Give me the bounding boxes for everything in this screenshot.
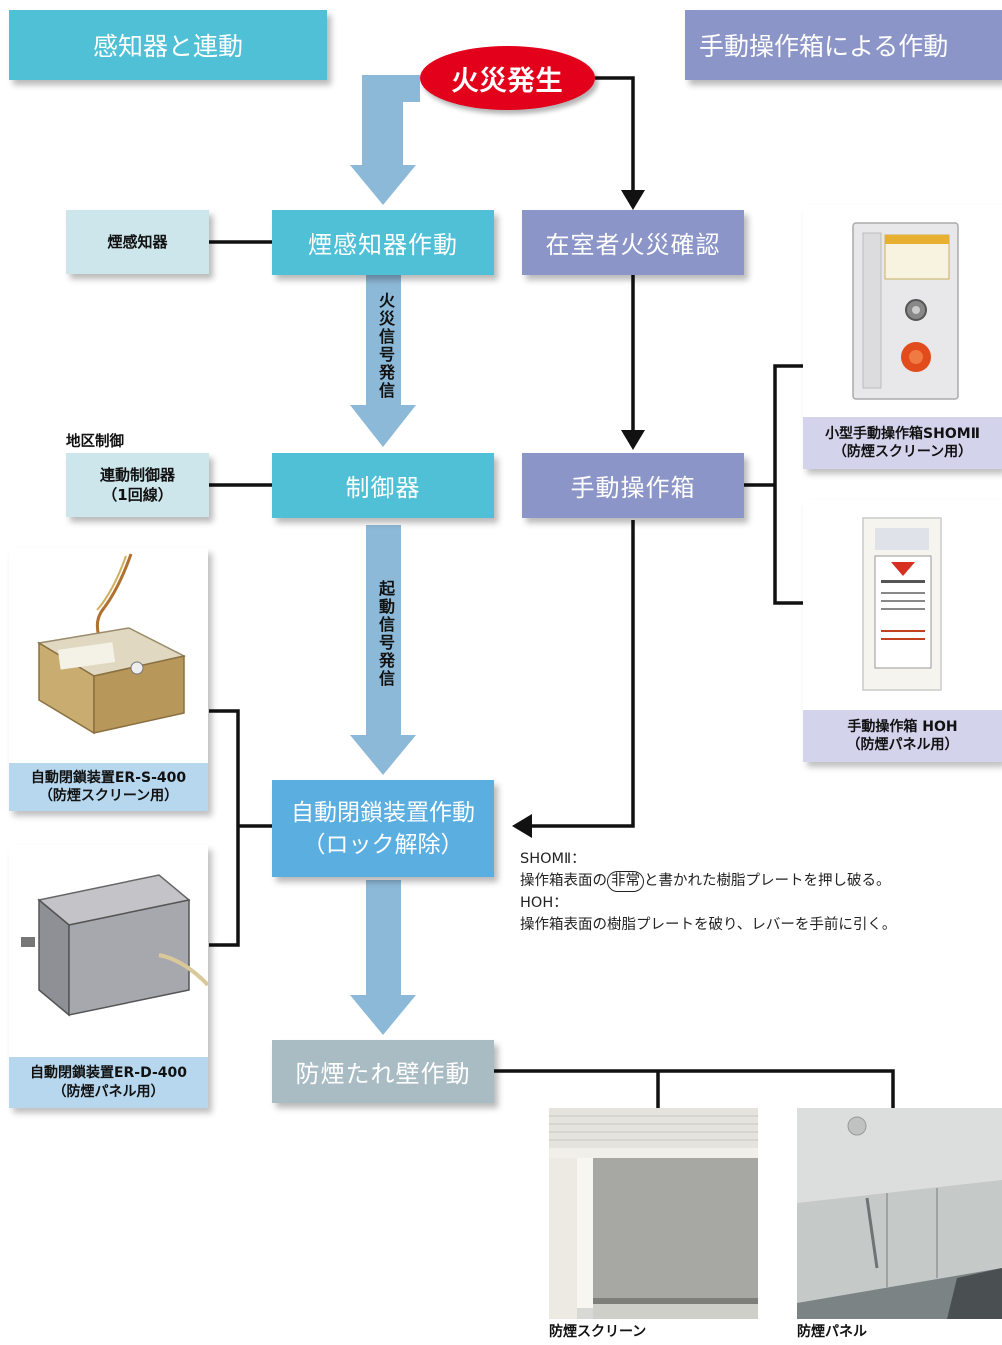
er-s-400-panel: 自動閉鎖装置ER-S-400 （防煙スクリーン用） (9, 548, 208, 811)
shom-note-pre: 操作箱表面の (520, 873, 607, 889)
detector-to-controller-arrow (350, 275, 416, 447)
er-d-400-line1: 自動閉鎖装置ER-D-400 (29, 1065, 188, 1082)
shom-photo (803, 205, 1002, 417)
shom-caption: 小型手動操作箱SHOMⅡ （防煙スクリーン用） (803, 417, 1002, 469)
smoke-screen-photo (549, 1108, 758, 1319)
shom-line2: （防煙スクリーン用） (832, 444, 973, 460)
header-manual-operation: 手動操作箱による作動 (685, 10, 1002, 80)
smoke-detector-action-box: 煙感知器作動 (272, 210, 494, 275)
header-left-text: 感知器と連動 (92, 32, 243, 61)
hoh-line2: （防煙パネル用） (846, 737, 959, 753)
hoh-panel: 手動操作箱 HOH （防煙パネル用） (803, 500, 1002, 762)
fire-occurrence-text: 火災発生 (451, 65, 564, 97)
start-signal-label: 起動信号発信 (376, 580, 395, 688)
smoke-screen-caption: 防煙スクリーン (549, 1324, 647, 1340)
linked-controller-box: 連動制御器 （1回線） (66, 453, 209, 517)
smoke-panel-photo (797, 1108, 1002, 1319)
black-arrowheads (512, 190, 645, 838)
controller-label: 制御器 (345, 474, 421, 502)
shom-line1: 小型手動操作箱SHOMⅡ (825, 425, 980, 442)
hijou-circled: 非常 (607, 871, 644, 892)
er-d-400-caption: 自動閉鎖装置ER-D-400 （防煙パネル用） (9, 1057, 208, 1108)
occupant-confirm-box: 在室者火災確認 (522, 210, 744, 275)
er-d-400-panel: 自動閉鎖装置ER-D-400 （防煙パネル用） (9, 845, 208, 1108)
er-s-400-caption: 自動閉鎖装置ER-S-400 （防煙スクリーン用） (9, 763, 208, 811)
manual-box-node: 手動操作箱 (522, 453, 744, 518)
auto-close-line1: 自動閉鎖装置作動 (291, 799, 475, 826)
fire-signal-label: 火災信号発信 (376, 292, 395, 400)
smoke-detector-box: 煙感知器 (66, 210, 209, 274)
auto-close-action-box: 自動閉鎖装置作動 （ロック解除） (272, 780, 494, 877)
hanging-wall-label: 防煙たれ壁作動 (295, 1060, 471, 1088)
shom-note-text: 操作箱表面の非常と書かれた樹脂プレートを押し破る。 (520, 870, 896, 892)
hanging-wall-action-box: 防煙たれ壁作動 (272, 1040, 494, 1103)
smoke-panel-caption: 防煙パネル (797, 1324, 867, 1340)
hoh-line1: 手動操作箱 HOH (847, 718, 958, 735)
occupant-confirm-label: 在室者火災確認 (545, 231, 721, 259)
smoke-screen-photo-frame: 防煙スクリーン (549, 1108, 758, 1340)
header-right-text: 手動操作箱による作動 (699, 32, 949, 61)
district-control-label: 地区制御 (66, 434, 124, 450)
fire-occurrence-oval: 火災発生 (420, 46, 595, 110)
smoke-panel-photo-frame: 防煙パネル (797, 1108, 1002, 1340)
er-s-400-photo (9, 548, 208, 763)
smoke-detector-label: 煙感知器 (107, 232, 168, 251)
manual-box-label: 手動操作箱 (570, 474, 696, 502)
black-lines (209, 76, 895, 1108)
er-s-400-line2: （防煙スクリーン用） (38, 788, 179, 804)
operation-notes: SHOMⅡ： 操作箱表面の非常と書かれた樹脂プレートを押し破る。 HOH： 操作… (520, 848, 896, 936)
controller-to-autoclose-arrow (350, 525, 416, 775)
hoh-photo (803, 500, 1002, 710)
flow-arrows (350, 75, 420, 1035)
er-d-400-line2: （防煙パネル用） (52, 1083, 165, 1100)
smoke-detector-action-label: 煙感知器作動 (308, 231, 458, 259)
autoclose-to-wall-arrow (350, 880, 416, 1035)
header-detector-linked: 感知器と連動 (9, 10, 327, 80)
linked-controller-line2: （1回線） (102, 486, 173, 504)
fire-to-detector-arrow (350, 75, 420, 205)
er-s-400-line1: 自動閉鎖装置ER-S-400 (30, 769, 187, 786)
hoh-note-text: 操作箱表面の樹脂プレートを破り、レバーを手前に引く。 (520, 917, 897, 933)
linked-controller-line1: 連動制御器 (99, 465, 175, 484)
hoh-caption: 手動操作箱 HOH （防煙パネル用） (803, 710, 1002, 762)
controller-box: 制御器 (272, 453, 494, 518)
shom-note-post: と書かれた樹脂プレートを押し破る。 (644, 873, 891, 889)
shom-note-title: SHOMⅡ： (520, 851, 586, 867)
hoh-note-title: HOH： (520, 895, 568, 911)
shom-panel: 小型手動操作箱SHOMⅡ （防煙スクリーン用） (803, 205, 1002, 469)
auto-close-line2: （ロック解除） (302, 831, 464, 858)
er-d-400-photo (9, 845, 208, 1057)
